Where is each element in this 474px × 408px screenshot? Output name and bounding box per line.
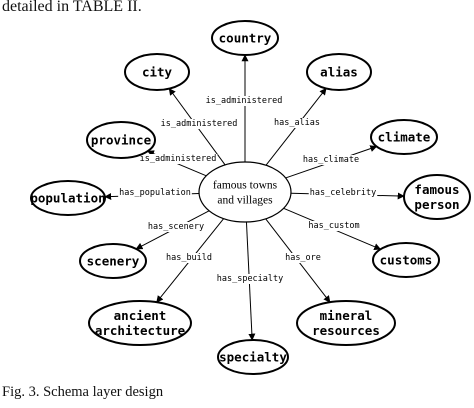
edge-label-bg [301, 155, 361, 165]
node-label: architecture [95, 323, 186, 338]
edge-label: is_administered [140, 154, 217, 164]
edge-label: has_celebrity [310, 188, 377, 198]
edge-label-bg [215, 274, 285, 284]
center-node: famous towns and villages [198, 161, 292, 223]
edge-population: has_population [104, 188, 200, 201]
node-scenery: scenery [79, 243, 147, 279]
edge-specialty: has_specialty [215, 221, 285, 341]
intro-text: detailed in TABLE II. [2, 0, 142, 15]
node-country: country [211, 20, 279, 56]
node-label: ancient [114, 308, 167, 323]
edge-city: is_administered [159, 88, 239, 166]
edge-label: has_alias [274, 118, 320, 128]
node-ellipse [211, 20, 279, 56]
node-label: specialty [219, 350, 287, 365]
node-label: person [414, 197, 459, 212]
node-label: alias [320, 65, 358, 80]
center-node-label: famous towns [213, 180, 278, 192]
node-ellipse [403, 174, 471, 220]
node-label: population [30, 191, 105, 206]
edge-label-bg [308, 188, 378, 198]
edge-scenery: has_scenery [135, 210, 210, 250]
node-alias: alias [306, 53, 372, 91]
node-specialty: specialty [217, 339, 289, 375]
node-population: population [30, 180, 106, 216]
edge-label-bg [307, 221, 361, 231]
node-ellipse [30, 180, 106, 216]
node-label: mineral [320, 308, 373, 323]
edge-climate: has_climate [285, 145, 378, 179]
node-ellipse [370, 119, 438, 155]
node-label: scenery [87, 254, 140, 269]
node-city: city [124, 53, 190, 91]
node-customs: customs [372, 242, 440, 278]
node-climate: climate [370, 119, 438, 155]
edge-famous-person: has_celebrity [290, 188, 405, 200]
edge-label: has_build [166, 253, 212, 263]
edge-ancient-architecture: has_build [156, 218, 225, 303]
edge-label-bg [138, 154, 218, 164]
edge-alias: has_alias [265, 87, 327, 166]
node-ellipse [296, 300, 396, 346]
edge-label: has_custom [308, 221, 359, 231]
node-ellipse [88, 300, 192, 346]
edge-label: has_population [119, 188, 191, 198]
node-ellipse [372, 242, 440, 278]
edges-layer: is_administeredhas_aliasis_administeredh… [104, 54, 405, 341]
edge-label: has_climate [303, 155, 359, 165]
edge-label-bg [204, 96, 284, 106]
edge-country: is_administered [204, 54, 284, 162]
node-ellipse [306, 53, 372, 91]
edge-label: has_specialty [217, 274, 284, 284]
edge-label: has_scenery [148, 222, 204, 232]
node-ellipse [86, 121, 156, 159]
center-node-ellipse [198, 161, 292, 223]
edge-label: has_ore [285, 253, 321, 263]
node-label: resources [312, 323, 380, 338]
edge-label: is_administered [161, 119, 238, 129]
edge-label-bg [159, 119, 239, 129]
edge-label: is_administered [206, 96, 283, 106]
node-label: famous [414, 182, 459, 197]
edge-customs: has_custom [283, 207, 382, 250]
node-label: customs [380, 253, 433, 268]
figure-caption: Fig. 3. Schema layer design [2, 384, 164, 400]
edge-label-bg [272, 118, 322, 128]
edge-province: is_administered [138, 150, 218, 177]
edge-label-bg [146, 222, 206, 232]
node-label: country [219, 31, 272, 46]
node-label: city [142, 65, 173, 80]
node-ellipse [217, 339, 289, 375]
edge-label-bg [118, 188, 192, 198]
center-node-label: and villages [217, 195, 273, 207]
edge-label-bg [164, 253, 214, 263]
node-ellipse [124, 53, 190, 91]
node-ellipse [79, 243, 147, 279]
nodes-layer: famous towns and villages country alias city… [30, 20, 471, 375]
node-label: climate [378, 130, 431, 145]
edge-label-bg [284, 253, 322, 263]
node-label: province [91, 133, 152, 148]
edge-mineral-resources: has_ore [265, 218, 331, 303]
node-province: province [86, 121, 156, 159]
